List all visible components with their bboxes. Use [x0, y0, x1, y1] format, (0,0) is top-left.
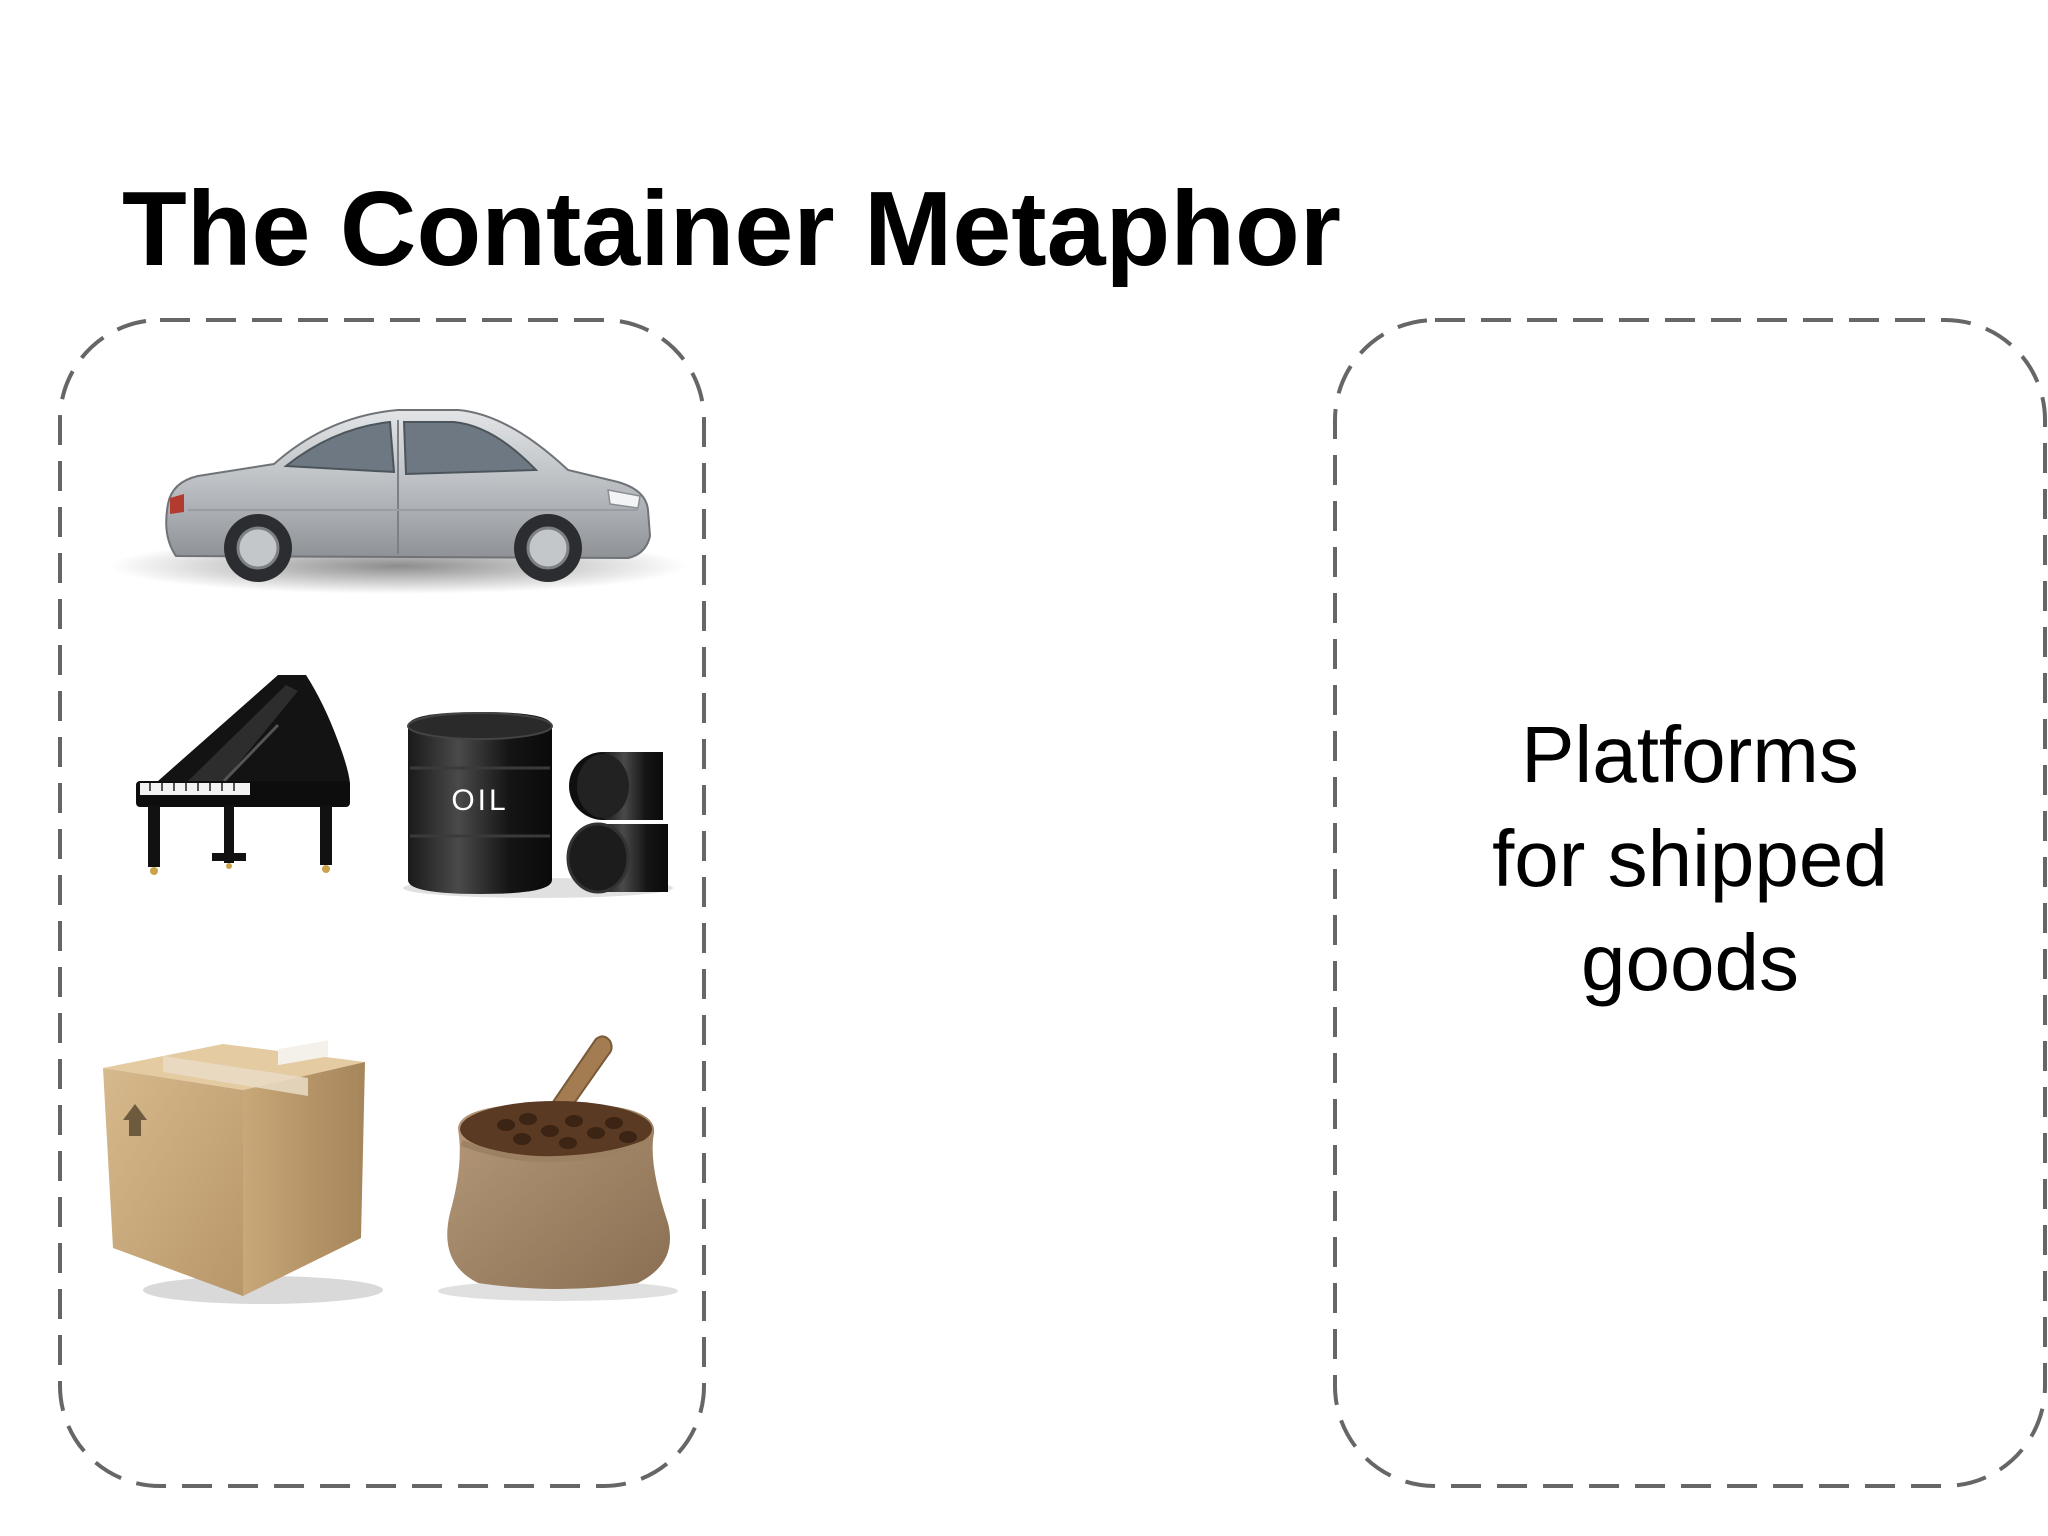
goods-panel-dashed-border	[58, 318, 706, 1488]
platform-caption-line: Platforms	[1521, 710, 1859, 799]
goods-panel: OIL	[58, 318, 706, 1488]
platform-panel: Platforms for shipped goods	[1333, 318, 2047, 1488]
platform-caption-line: for shipped	[1492, 814, 1888, 903]
platform-panel-dashed-border	[1333, 318, 2047, 1488]
platform-caption-line: goods	[1581, 918, 1799, 1007]
oil-barrel-label: OIL	[451, 784, 508, 817]
oil-barrels-icon: OIL	[403, 708, 678, 898]
car-icon	[98, 386, 688, 596]
platform-caption: Platforms for shipped goods	[1333, 703, 2047, 1015]
slide-title: The Container Metaphor	[122, 170, 1342, 288]
grand-piano-icon	[128, 663, 358, 883]
coffee-bean-sack-icon	[428, 1033, 688, 1303]
cardboard-box-icon	[103, 1038, 388, 1308]
